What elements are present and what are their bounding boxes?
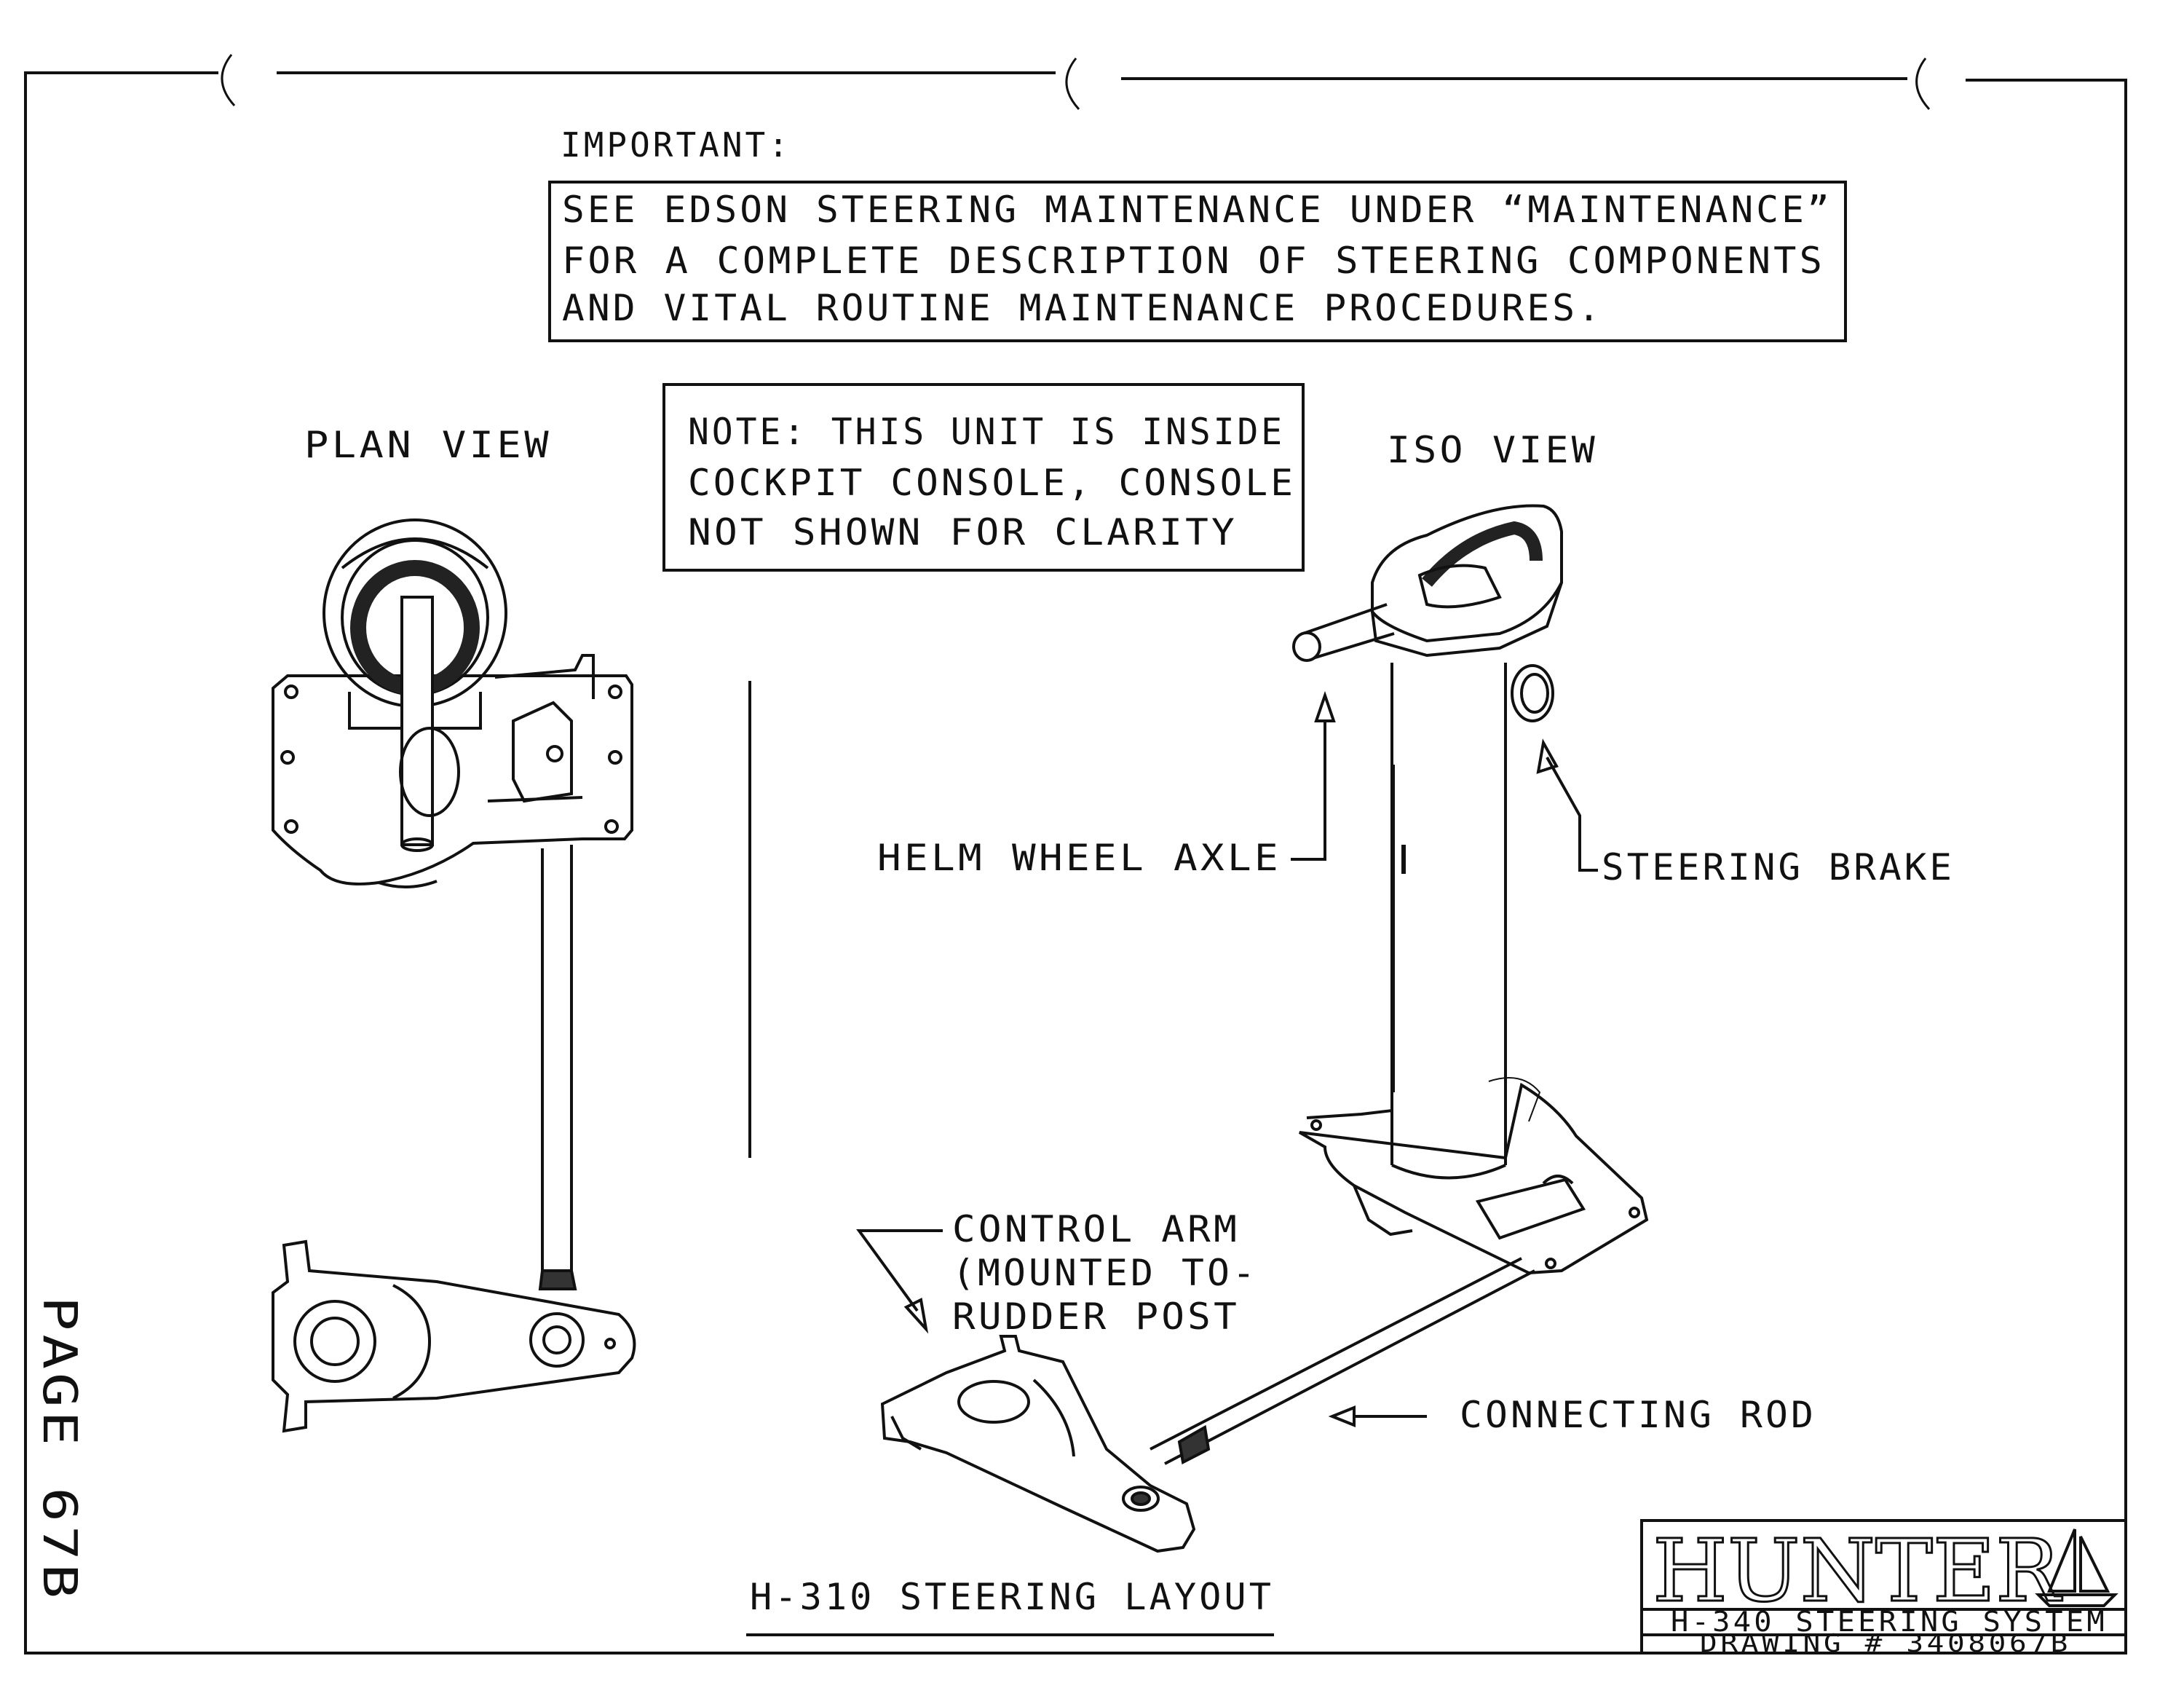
important-box (548, 181, 1847, 342)
connecting-rod-arrow (1328, 1405, 1356, 1427)
control-arm-leader (856, 1229, 943, 1312)
helm-axle-leader (1291, 721, 1326, 861)
note-box (662, 383, 1305, 572)
iso-view-label: ISO VIEW (1387, 429, 1598, 471)
note-line-1: NOTE: THIS UNIT IS INSIDE (688, 411, 1285, 453)
layout-title: H-310 STEERING LAYOUT (750, 1576, 1274, 1618)
plan-mounting-plate (272, 674, 633, 886)
control-arm-arrow (903, 1298, 929, 1334)
plan-view-drawing (272, 518, 636, 1433)
steering-brake-arrow (1536, 738, 1559, 774)
control-arm-label-2: (MOUNTED TO- (952, 1252, 1258, 1294)
sheet-border (24, 71, 2127, 1655)
steering-brake-leader (1546, 757, 1598, 872)
control-arm-label-3: RUDDER POST (952, 1295, 1240, 1338)
iso-pedestal-column (1390, 663, 1507, 1165)
page-label: PAGE 67B (32, 1296, 86, 1602)
plan-view-label: PLAN VIEW (304, 424, 552, 466)
callout-leaders (856, 690, 1598, 1427)
important-line-1: SEE EDSON STEERING MAINTENANCE UNDER “MA… (562, 189, 1832, 231)
plan-brake-block (512, 701, 573, 803)
plan-connecting-rod (541, 845, 573, 1271)
plan-control-arm (272, 1239, 636, 1433)
important-line-3: AND VITAL ROUTINE MAINTENANCE PROCEDURES… (562, 287, 1603, 329)
iso-view-drawing (880, 504, 1649, 1553)
steering-brake-label: STEERING BRAKE (1602, 846, 1955, 888)
title-block-drawing: DRAWING # 3408067B (1700, 1629, 2071, 1658)
iso-gear-housing (1371, 504, 1563, 643)
connecting-rod-label: CONNECTING ROD (1460, 1394, 1816, 1436)
iso-connecting-rod (1150, 1257, 1535, 1465)
hunter-logo-text: HUNTER (1653, 1521, 2062, 1621)
plan-wheel-axle (400, 596, 434, 846)
control-arm-label-1: CONTROL ARM (952, 1208, 1240, 1250)
iso-steering-brake (1511, 664, 1554, 722)
iso-control-arm (880, 1335, 1196, 1553)
note-line-3: NOT SHOWN FOR CLARITY (688, 511, 1238, 553)
note-line-2: COCKPIT CONSOLE, CONSOLE (688, 462, 1296, 504)
important-line-2: FOR A COMPLETE DESCRIPTION OF STEERING C… (562, 240, 1825, 282)
title-block-system: H-340 STEERING SYSTEM (1671, 1606, 2108, 1638)
title-block (1640, 1519, 2127, 1655)
iso-base-plate (1299, 1082, 1649, 1275)
important-heading: IMPORTANT: (561, 125, 791, 165)
sailboat-logo-icon (2035, 1529, 2118, 1607)
iso-helm-wheel-axle (1302, 603, 1395, 660)
helm-wheel-axle-label: HELM WHEEL AXLE (877, 837, 1281, 879)
binder-hole-marks (221, 54, 1931, 111)
helm-axle-arrow (1314, 690, 1336, 722)
